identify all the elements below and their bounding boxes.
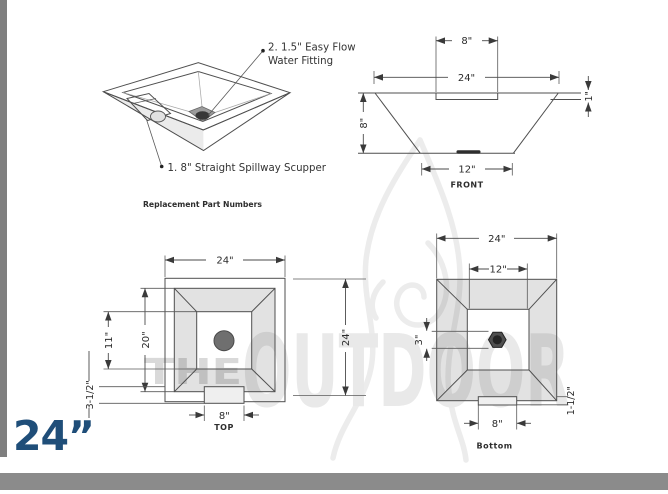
top-dim-scupper-width: 8" [189, 405, 259, 422]
front-dim-overall-width: 24" [373, 71, 560, 84]
bowl-rim [101, 62, 292, 131]
svg-text:24": 24" [216, 256, 233, 267]
bottom-scupper [477, 396, 518, 406]
svg-text:8": 8" [461, 36, 472, 47]
top-dim-scupper-length: 3-1/2" [85, 351, 205, 418]
svg-text:8": 8" [359, 118, 370, 129]
bottom-dim-overall-width: 24" [436, 233, 558, 279]
watermark-text-outdoor: OUTDOOR [242, 313, 570, 430]
front-dim-lip-depth: 1" [584, 76, 595, 117]
front-view-label: FRONT [450, 181, 483, 190]
svg-text:24": 24" [488, 234, 505, 245]
callout-water-fitting-line1: 2. 1.5" Easy Flow [268, 43, 356, 54]
replacement-parts-caption: Replacement Part Numbers [143, 200, 262, 209]
bottom-dim-scupper-width: 8" [464, 405, 531, 430]
svg-text:1-1/2": 1-1/2" [566, 386, 577, 415]
front-dim-base-width: 12" [421, 163, 513, 176]
svg-text:8": 8" [492, 419, 503, 430]
product-size-label: 24” [13, 412, 95, 460]
svg-text:3-1/2": 3-1/2" [85, 380, 96, 409]
top-view: 24" 20" 11" 3-1/2" [85, 255, 366, 432]
svg-text:24": 24" [458, 73, 475, 84]
bottom-hex-fitting [487, 331, 507, 348]
callout-scupper-text: 1. 8" Straight Spillway Scupper [168, 163, 327, 174]
top-dim-inner-rim: 20" [140, 287, 175, 393]
front-dim-height: 8" [359, 93, 370, 154]
bottom-dim-fitting: 3" [414, 318, 489, 361]
bowl-left-wall [103, 91, 204, 151]
svg-text:11": 11" [104, 332, 115, 349]
top-dim-overall-width: 24" [164, 255, 286, 277]
front-fitting [456, 150, 481, 154]
front-view: 8" 24" 1" 8" 12" FRONT [358, 36, 595, 190]
water-fitting [195, 111, 210, 120]
bottom-dim-inner-square: 12" [468, 263, 528, 309]
bottom-shadow-bar [0, 473, 668, 490]
svg-text:24": 24" [341, 329, 352, 346]
svg-text:12": 12" [490, 264, 507, 275]
svg-text:20": 20" [141, 331, 152, 348]
bottom-view: 24" 12" 3" 1-1/2" [414, 233, 577, 451]
left-shadow-bar [0, 0, 7, 457]
svg-text:1": 1" [584, 91, 595, 101]
scupper-mouth [150, 110, 166, 123]
svg-text:8": 8" [219, 411, 230, 422]
callout-scupper: 1. 8" Straight Spillway Scupper [146, 119, 327, 174]
bottom-view-label: Bottom [477, 442, 513, 451]
scupper-3d [126, 92, 172, 122]
svg-text:3": 3" [414, 335, 425, 346]
perspective-view: 2. 1.5" Easy Flow Water Fitting 1. 8" St… [101, 43, 356, 209]
svg-text:12": 12" [458, 165, 475, 176]
top-dim-overall-height: 24" [293, 278, 366, 396]
top-scupper [203, 386, 245, 404]
bottom-dim-lip: 1-1/2" [516, 386, 577, 415]
callout-water-fitting-line2: Water Fitting [268, 56, 333, 67]
top-dim-bottom-square: 11" [103, 311, 197, 370]
front-dim-notch-width: 8" [435, 36, 499, 92]
callout-water-fitting: 2. 1.5" Easy Flow Water Fitting [207, 43, 356, 116]
top-drain-fitting [213, 330, 235, 352]
top-view-label: TOP [214, 423, 234, 432]
flame-watermark-icon [330, 137, 469, 463]
